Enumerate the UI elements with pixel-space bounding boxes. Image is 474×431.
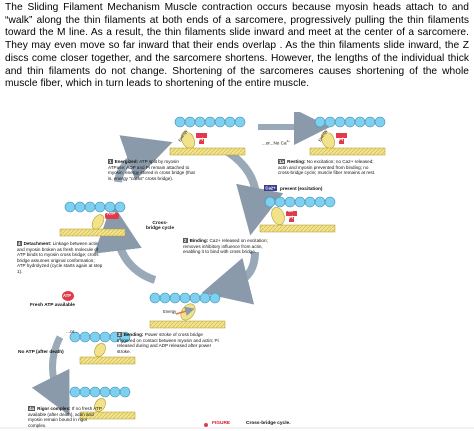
- step-2-text: Ca2+ released on excitation; removes inh…: [183, 238, 268, 255]
- or-no-calcium-label: ...or...No Ca2+: [262, 139, 290, 146]
- actin-filament-step3: [149, 292, 221, 304]
- or-label: ...or...: [66, 330, 78, 335]
- step-2-number: 2: [183, 238, 188, 244]
- energy-label-step3: Energy: [163, 309, 177, 314]
- atp-tag-step4: ATP: [107, 211, 116, 216]
- actin-filament-step4a: [69, 331, 131, 343]
- pi-tag-step2: Pi: [289, 215, 293, 220]
- atp-tag-fresh: ATP: [63, 293, 72, 298]
- cycle-arrows: [31, 112, 330, 416]
- step-1a-number: 1a: [278, 159, 286, 165]
- calcium-present-label: present (excitation): [280, 186, 323, 191]
- figure-caption: Cross-bridge cycle.: [246, 421, 291, 426]
- intro-paragraph: The Sliding Filament Mechanism Muscle co…: [5, 2, 469, 90]
- step-4-number: 4: [17, 241, 22, 247]
- pi-tag-step1a: Pi: [339, 137, 343, 142]
- actin-filament-step1: [174, 116, 246, 128]
- step-1-number: 1: [108, 159, 113, 165]
- fresh-atp-label: Fresh ATP available: [30, 303, 75, 308]
- step-3-text: Power stroke of cross bridge triggered o…: [117, 332, 219, 354]
- no-atp-label: No ATP (after death): [18, 350, 64, 355]
- cross-bridge-cycle-figure: Ca2+ ADP Pi ADP Pi ADP Pi ATP ATP Energy…: [0, 112, 474, 431]
- step-4-title: Detachment:: [23, 241, 52, 246]
- adp-tag-step2: ADP: [286, 208, 295, 213]
- step-1a-text: No excitation; no Ca2+ released; actin a…: [278, 159, 376, 176]
- step-3-title: Bending:: [123, 332, 144, 337]
- pi-tag-step1: Pi: [199, 137, 203, 142]
- adp-tag-step1: ADP: [186, 129, 195, 134]
- step-1a-title: Resting:: [287, 159, 306, 164]
- step-2-title: Binding:: [189, 238, 209, 243]
- actin-filament-rigor: [69, 386, 131, 398]
- actin-filament-step1a: [314, 116, 386, 128]
- adp-tag-step1a: ADP: [326, 129, 335, 134]
- step-4a-text: If no fresh ATP available (after death),…: [28, 406, 102, 428]
- cycle-artwork: Ca2+: [0, 112, 474, 429]
- step-4a-title: Rigor complex:: [37, 406, 71, 411]
- calcium-badge-text: Ca2+: [265, 186, 276, 191]
- actin-filament-step2: [264, 196, 336, 208]
- actin-filament-step4: [64, 201, 126, 213]
- step-3-number: 3: [117, 332, 122, 338]
- step-4-text: Linkage between actin and myosin broken …: [17, 241, 103, 274]
- figure-tag: FIGURE: [212, 421, 231, 426]
- step-1-title: Energized:: [114, 159, 139, 164]
- step-4a-number: 4a: [28, 406, 36, 412]
- or-no-calcium-text: ...or...No Ca: [262, 140, 287, 146]
- figure-tag-dot-icon: [204, 423, 208, 427]
- cycle-center-label: Cross-bridge cycle: [146, 221, 174, 231]
- calcium-badge: [264, 185, 277, 191]
- step-1-text: ATP split by myosin ATPase; ADP and Pi r…: [108, 159, 195, 181]
